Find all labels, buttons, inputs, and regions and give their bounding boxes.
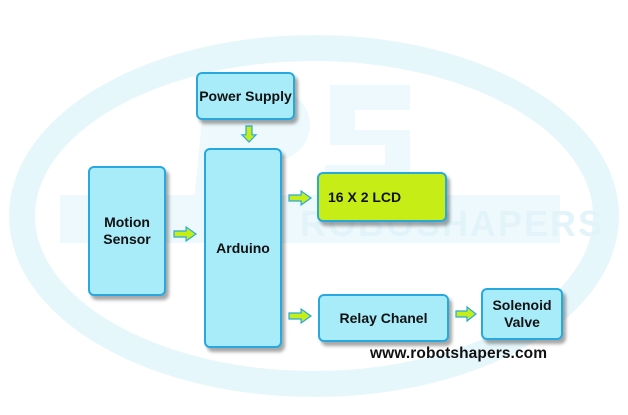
lcd-label: 16 X 2 LCD <box>328 188 402 205</box>
website-url: www.robotshapers.com <box>370 345 548 362</box>
relay-channel-label: Relay Chanel <box>339 309 428 326</box>
arrow-arduino-to-relay <box>288 307 313 325</box>
arduino-label: Arduino <box>216 239 270 256</box>
arrow-motion-to-arduino <box>173 225 198 243</box>
arrow-relay-to-solenoid <box>455 305 477 323</box>
arrows <box>173 125 477 325</box>
solenoid-valve-label-line1: Solenoid <box>492 297 552 313</box>
watermark-letter-s <box>325 85 410 190</box>
arrow-power-to-arduino <box>240 125 258 143</box>
watermark-ellipse <box>9 35 619 397</box>
relay-channel-block: Relay Chanel <box>318 294 449 342</box>
arduino-block: Arduino <box>204 148 282 348</box>
power-supply-label: Power Supply <box>199 87 292 104</box>
solenoid-valve-label-line2: Valve <box>504 314 540 330</box>
arrow-arduino-to-lcd <box>288 189 313 207</box>
motion-sensor-label-line2: Sensor <box>103 231 151 247</box>
motion-sensor-block: Motion Sensor <box>88 166 166 296</box>
power-supply-block: Power Supply <box>196 72 295 120</box>
lcd-block: 16 X 2 LCD <box>317 172 447 222</box>
solenoid-valve-block: Solenoid Valve <box>481 288 563 340</box>
motion-sensor-label-line1: Motion <box>104 214 150 230</box>
